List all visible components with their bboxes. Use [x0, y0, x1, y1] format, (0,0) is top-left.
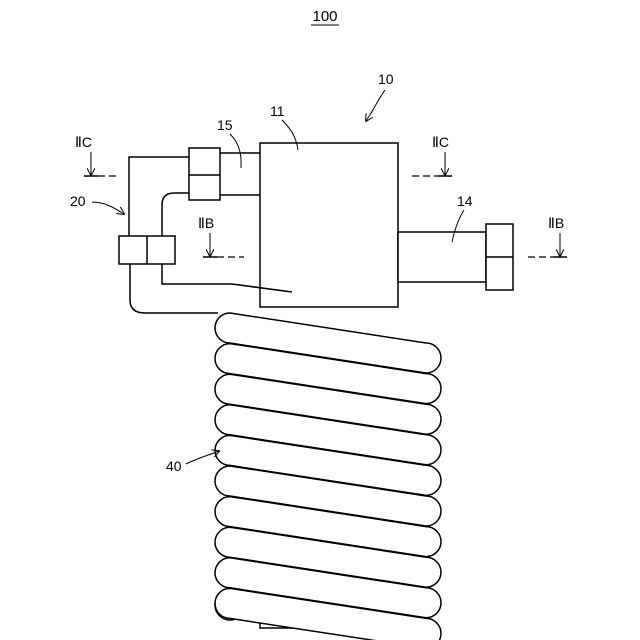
label-20: 20 [70, 193, 86, 209]
tube-upper-outer [129, 157, 189, 236]
tube-upper-inner [162, 193, 189, 236]
leader-10 [366, 90, 385, 121]
leader-40 [186, 451, 219, 464]
left-port-nut [189, 148, 220, 200]
section-b-right-label: ⅡB [548, 215, 564, 231]
section-c-right: ⅡC [412, 134, 452, 176]
label-14: 14 [457, 193, 473, 209]
figure-number: 100 [312, 8, 337, 25]
body-block [260, 143, 398, 307]
label-11: 11 [270, 103, 285, 119]
label-10: 10 [378, 71, 394, 87]
section-c-left-label: ⅡC [75, 134, 92, 150]
label-15: 15 [217, 117, 233, 133]
section-b-right: ⅡB [528, 215, 567, 257]
section-b-left-label: ⅡB [198, 215, 214, 231]
right-port-pipe [398, 232, 486, 282]
tube-lower-outer [130, 264, 218, 313]
section-c-left: ⅡC [75, 134, 120, 176]
label-40: 40 [166, 458, 182, 474]
section-b-left: ⅡB [198, 215, 244, 257]
coil [215, 313, 441, 640]
leader-20 [92, 202, 124, 214]
leader-15 [230, 134, 241, 168]
section-c-right-label: ⅡC [432, 134, 449, 150]
